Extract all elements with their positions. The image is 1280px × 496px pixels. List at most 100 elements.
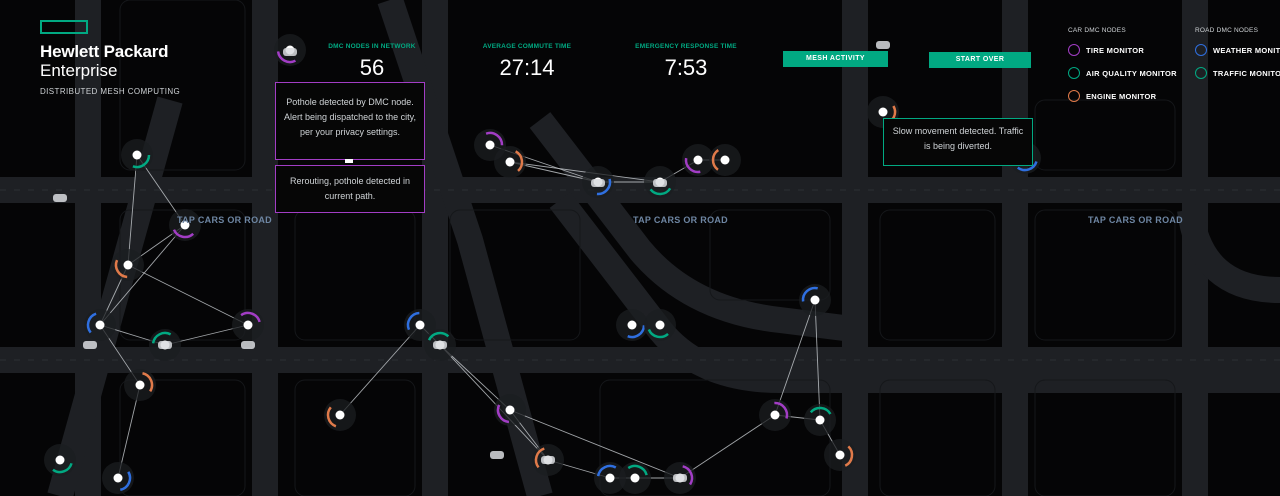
dmc-node	[84, 309, 116, 341]
node-ring-arc	[52, 462, 73, 474]
dmc-node	[759, 399, 791, 431]
car-icon[interactable]	[283, 48, 297, 56]
node-dot	[693, 155, 703, 165]
purple-ring-icon	[1068, 44, 1080, 56]
dmc-node	[619, 462, 651, 494]
car-icon[interactable]	[591, 179, 605, 187]
node-dot	[123, 260, 133, 270]
node-ring-arc	[649, 187, 672, 196]
node-ring-arc	[114, 259, 128, 279]
city-block[interactable]	[119, 379, 246, 496]
dmc-node	[494, 146, 526, 178]
node-ring-arc	[86, 312, 97, 334]
city-block[interactable]	[879, 379, 996, 496]
road-segment[interactable]	[1177, 208, 1280, 303]
car-icon[interactable]	[53, 194, 67, 202]
node-ring-arc	[1017, 161, 1038, 172]
node-ring-arc	[809, 406, 832, 415]
green-ring-icon	[1068, 67, 1080, 79]
node-ring-arc	[142, 372, 154, 393]
tap-cars-or-road-label-right[interactable]: TAP CARS OR ROAD	[1088, 215, 1183, 225]
car-icon[interactable]	[433, 341, 447, 349]
node-dot	[815, 415, 825, 425]
dmc-node	[494, 394, 526, 426]
node-dot	[95, 320, 105, 330]
road-segment[interactable]	[47, 96, 183, 496]
car-icon[interactable]	[541, 456, 555, 464]
car-icon[interactable]	[158, 341, 172, 349]
city-block[interactable]	[709, 209, 831, 301]
dmc-node	[644, 309, 676, 341]
mesh-link	[814, 299, 821, 421]
node-ring-arc	[132, 154, 151, 169]
dmc-node	[799, 284, 831, 316]
rerouting-popup: Rerouting, pothole detected in current p…	[275, 165, 425, 213]
city-block[interactable]	[1034, 379, 1176, 496]
mesh-link	[127, 264, 249, 326]
legend-label: WEATHER MONITOR	[1213, 45, 1280, 55]
city-block[interactable]	[1034, 99, 1176, 171]
mesh-link	[679, 414, 776, 479]
node-dot	[655, 320, 665, 330]
node-ring-arc	[844, 445, 854, 467]
node-ring-arc	[711, 149, 720, 171]
node-dot	[243, 320, 253, 330]
car-icon[interactable]	[83, 341, 97, 349]
legend-traffic-monitor: TRAFFIC MONITOR	[1195, 67, 1280, 79]
car-icon[interactable]	[490, 451, 504, 459]
node-dot	[878, 107, 888, 117]
mesh-link	[127, 154, 138, 266]
node-dot	[835, 450, 845, 460]
legend-label: ENGINE MONITOR	[1086, 91, 1157, 101]
mesh-link	[339, 324, 421, 416]
city-block[interactable]	[119, 0, 246, 171]
city-block[interactable]	[294, 209, 416, 341]
car-icon[interactable]	[241, 341, 255, 349]
tap-cars-or-road-label-left[interactable]: TAP CARS OR ROAD	[177, 215, 272, 225]
node-dot	[770, 410, 780, 420]
road-segment[interactable]	[529, 112, 862, 343]
legend-label: TRAFFIC MONITOR	[1213, 68, 1280, 78]
node-dot	[505, 405, 515, 415]
dmc-node	[102, 462, 134, 494]
node-ring-arc	[496, 404, 510, 424]
dmc-node	[824, 439, 856, 471]
stat-label-nodes: DMC NODES IN NETWORK	[328, 43, 416, 50]
teal-ring-icon	[1195, 67, 1207, 79]
pothole-alert-popup: Pothole detected by DMC node. Alert bein…	[275, 82, 425, 160]
orange-ring-icon	[1068, 90, 1080, 102]
node-ring-arc	[276, 51, 297, 64]
car-icon[interactable]	[653, 179, 667, 187]
node-ring-arc	[172, 229, 195, 239]
tap-cars-or-road-label-center[interactable]: TAP CARS OR ROAD	[633, 215, 728, 225]
node-dot	[505, 157, 515, 167]
city-block[interactable]	[879, 209, 996, 341]
legend-weather-monitor: WEATHER MONITOR	[1195, 44, 1280, 56]
node-ring-arc	[647, 328, 669, 339]
legend-car-title: CAR DMC NODES	[1068, 27, 1126, 34]
mesh-activity-button[interactable]: MESH ACTIVITY	[783, 51, 888, 67]
hpe-logo-icon	[40, 20, 88, 34]
car-icon[interactable]	[673, 474, 687, 482]
stat-label-commute: AVERAGE COMMUTE TIME	[482, 43, 572, 50]
dmc-node	[682, 144, 714, 176]
node-ring-arc	[627, 464, 648, 476]
stat-value-nodes: 56	[359, 55, 385, 80]
node-dot	[720, 155, 730, 165]
brand-line1: Hewlett Packard	[40, 42, 169, 61]
city-block[interactable]	[1034, 209, 1176, 341]
dmc-node	[594, 462, 626, 494]
city-block[interactable]	[294, 379, 416, 496]
start-over-button[interactable]: START OVER	[929, 52, 1031, 68]
city-block[interactable]	[449, 209, 581, 341]
dmc-node	[44, 444, 76, 476]
car-icon[interactable]	[876, 41, 890, 49]
node-ring-arc	[596, 464, 617, 477]
node-dot	[335, 410, 345, 420]
dmc-node	[404, 309, 436, 341]
node-dot	[55, 455, 65, 465]
node-dot	[135, 380, 145, 390]
node-ring-arc	[326, 406, 337, 428]
